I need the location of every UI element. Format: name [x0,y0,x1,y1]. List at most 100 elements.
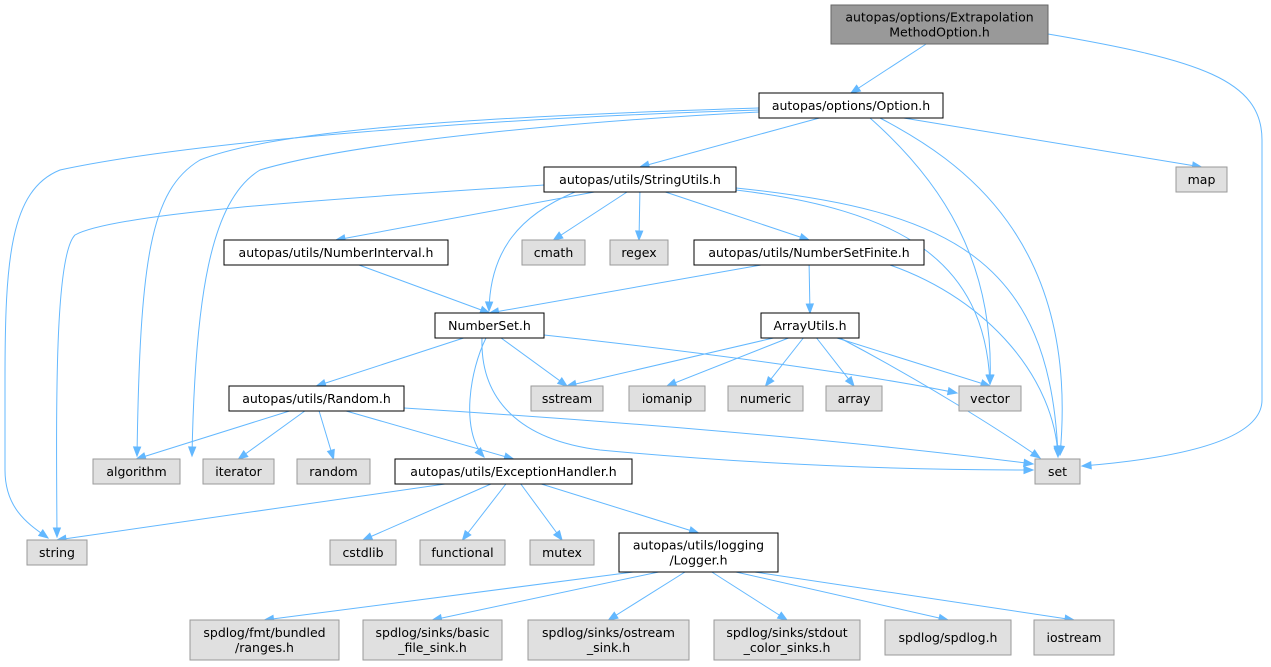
node-numberinterval[interactable]: autopas/utils/NumberInterval.h [223,239,449,266]
node-box [362,619,503,661]
node-logger[interactable]: autopas/utils/logging/Logger.h [618,532,779,573]
node-box [26,539,88,566]
node-ranges: spdlog/fmt/bundled/ranges.h [189,619,340,661]
arrowhead-icon [552,529,563,542]
node-label: regex [621,245,656,260]
arrowhead-icon [665,378,678,387]
node-box [760,312,860,339]
edge-extrapolation-to-set [1047,33,1263,470]
arrowhead-icon [1023,465,1035,475]
edge-line [481,337,1034,471]
node-label: autopas/utils/NumberInterval.h [239,245,434,260]
edge-line [403,407,1034,465]
edge-line [432,571,659,621]
node-label: autopas/utils/logging [633,538,764,553]
node-label: autopas/options/Extrapolation [845,10,1033,25]
node-random_h[interactable]: autopas/utils/Random.h [228,385,405,412]
node-label: vector [970,391,1011,406]
nodes-layer: autopas/options/ExtrapolationMethodOptio… [26,4,1228,661]
node-iomanip: iomanip [628,385,706,412]
node-algorithm: algorithm [92,458,181,485]
edge-line [520,483,563,541]
node-array: array [825,385,883,412]
node-label: string [39,545,75,560]
node-label: spdlog/spdlog.h [899,630,998,645]
edge-numbersetfinite-to-numberset [488,264,762,316]
edge-arrayutils-to-vector [836,337,992,388]
arrowhead-icon [1053,447,1062,459]
node-label: NumberSet.h [448,318,531,333]
node-box [713,619,861,661]
edge-line [488,191,576,312]
arrowhead-icon [552,231,564,241]
node-option[interactable]: autopas/options/Option.h [758,92,944,119]
node-cstdlib: cstdlib [329,539,397,566]
node-label: numeric [740,391,791,406]
edge-stringutils-to-vector [735,189,994,386]
edge-line [335,191,595,241]
edge-line [4,109,760,539]
arrowhead-icon [798,232,811,242]
edge-line [816,337,855,387]
node-stringutils[interactable]: autopas/utils/StringUtils.h [543,166,737,193]
edge-logger-to-basicfilesink [431,571,659,623]
node-label: autopas/utils/NumberSetFinite.h [708,245,909,260]
node-functional: functional [419,539,506,566]
edge-random_h-to-exceptionhandler [345,410,515,461]
node-label: ArrayUtils.h [773,318,846,333]
node-numberset[interactable]: NumberSet.h [434,312,545,339]
edge-numbersetfinite-to-set [889,264,1062,459]
node-box [189,619,340,661]
node-box [202,458,275,485]
node-box [628,385,706,412]
node-cmath: cmath [521,239,586,266]
node-map: map [1175,166,1228,193]
node-box [521,239,586,266]
edge-option-to-stringutils [638,117,820,169]
node-label: cstdlib [342,545,383,560]
node-label: _file_sink.h [397,640,467,655]
edge-line [754,571,1075,621]
node-box [228,385,405,412]
node-label: MethodOption.h [889,25,990,40]
edge-numberset-to-exceptionhandler [469,337,487,459]
node-label: /ranges.h [235,640,294,655]
edge-numbersetfinite-to-arrayutils [805,264,815,315]
node-label: sstream [542,391,592,406]
arrowhead-icon [764,375,775,388]
edge-exceptionhandler-to-logger [541,483,700,535]
node-label: spdlog/sinks/basic [376,625,490,640]
node-label: autopas/utils/Random.h [242,391,391,406]
node-exceptionhandler[interactable]: autopas/utils/ExceptionHandler.h [394,458,633,485]
edge-line [56,483,446,541]
node-arrayutils[interactable]: ArrayUtils.h [760,312,860,339]
edge-line [839,337,1041,459]
node-extrapolation[interactable]: autopas/options/ExtrapolationMethodOptio… [830,4,1049,45]
edge-line [316,337,464,387]
node-box [618,532,779,573]
node-label: mutex [542,545,582,560]
edge-line [136,107,760,457]
node-numbersetfinite[interactable]: autopas/utils/NumberSetFinite.h [693,239,925,266]
node-label: spdlog/fmt/bundled [203,625,325,640]
node-label: iostream [1047,630,1102,645]
node-box [1034,458,1081,485]
node-label: _sink.h [586,640,630,655]
node-box [434,312,545,339]
node-iostream: iostream [1033,619,1115,656]
edge-numberset-to-sstream [500,337,569,387]
node-basicfilesink: spdlog/sinks/basic_file_sink.h [362,619,503,661]
edge-stringutils-to-numberinterval [334,191,595,243]
node-iterator: iterator [202,458,275,485]
edge-line [541,483,699,534]
node-regex: regex [609,239,669,266]
edge-line [191,111,760,457]
node-box [543,166,737,193]
node-box [527,619,690,661]
arrowhead-icon [326,448,335,461]
node-box [609,239,669,266]
arrowhead-icon [132,446,142,458]
node-label: set [1048,464,1067,479]
arrowhead-icon [556,377,569,387]
